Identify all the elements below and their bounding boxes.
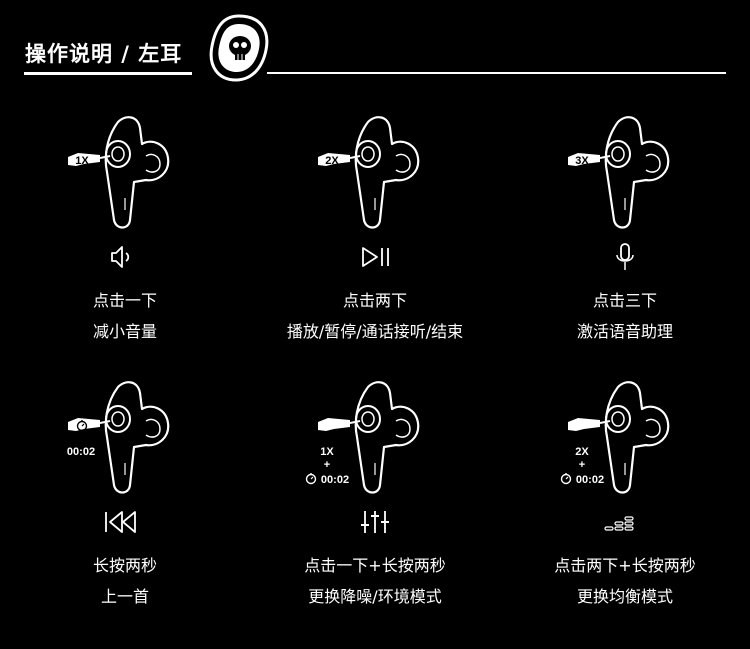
result-label: 更换降噪/环境模式 [308, 587, 442, 606]
title-underline [24, 72, 192, 75]
press-count-label: 1X [75, 155, 89, 167]
hand-pointer-icon [318, 153, 350, 166]
timer-label: 00:02 [67, 446, 95, 458]
play-pause-icon [362, 247, 389, 267]
result-label: 激活语音助理 [576, 322, 673, 341]
header-rule [267, 72, 726, 74]
press-count-label: 1X [320, 446, 334, 458]
control-cell-single-tap: 1X 点击一下 减小音量 [0, 110, 250, 370]
earbud-illustration: 3X [568, 116, 670, 229]
control-cell-triple-tap: 3X 点击三下 激活语音助理 [500, 110, 750, 370]
stopwatch-icon [560, 473, 572, 485]
result-label: 更换均衡模式 [576, 587, 673, 606]
stopwatch-icon [76, 420, 88, 432]
hand-pointer-icon [318, 418, 350, 431]
action-label: 点击三下 [592, 291, 657, 310]
timer-label: 00:02 [321, 474, 349, 486]
equalizer-icon [361, 511, 389, 533]
hand-pointer-icon [568, 418, 600, 431]
previous-track-icon [105, 511, 136, 533]
page-title: 操作说明 / 左耳 [25, 42, 183, 66]
volume-down-icon [111, 246, 130, 268]
earbud-illustration: 2X [318, 116, 420, 229]
press-count-label: 2X [325, 155, 339, 167]
plus-label: + [579, 459, 585, 471]
control-cell-long-press: 00:02 长按两秒 上一首 [0, 375, 250, 635]
action-label: 长按两秒 [92, 556, 157, 575]
microphone-icon [616, 243, 634, 270]
earbud-illustration: 2X + 00:02 [560, 381, 670, 494]
press-count-label: 3X [575, 155, 589, 167]
hand-pointer-icon [68, 153, 100, 166]
action-label: 点击两下+长按两秒 [554, 556, 696, 575]
control-cell-tap-and-hold: 1X + 00:02 点击一下+长按两秒 更换降噪/环境模式 [250, 375, 500, 635]
action-label: 点击一下+长按两秒 [304, 556, 446, 575]
press-count-label: 2X [575, 446, 589, 458]
earbud-illustration: 00:02 [67, 381, 170, 494]
earbud-illustration: 1X + 00:02 [305, 381, 420, 494]
skull-logo-icon [209, 14, 269, 82]
timer-label: 00:02 [576, 474, 604, 486]
hand-pointer-icon [568, 153, 600, 166]
result-label: 减小音量 [92, 322, 157, 341]
result-label: 上一首 [100, 587, 149, 606]
header: 操作说明 / 左耳 [0, 0, 750, 100]
eq-mode-icon [604, 516, 634, 531]
action-label: 点击两下 [342, 291, 407, 310]
plus-label: + [324, 459, 330, 471]
stopwatch-icon [305, 473, 317, 485]
result-label: 播放/暂停/通话接听/结束 [286, 322, 464, 341]
earbud-illustration: 1X [68, 116, 170, 229]
control-cell-double-tap: 2X 点击两下 播放/暂停/通话接听/结束 [250, 110, 500, 370]
action-label: 点击一下 [92, 291, 157, 310]
control-cell-double-tap-and-hold: 2X + 00:02 点击两下+长按两秒 更换均衡模式 [500, 375, 750, 635]
